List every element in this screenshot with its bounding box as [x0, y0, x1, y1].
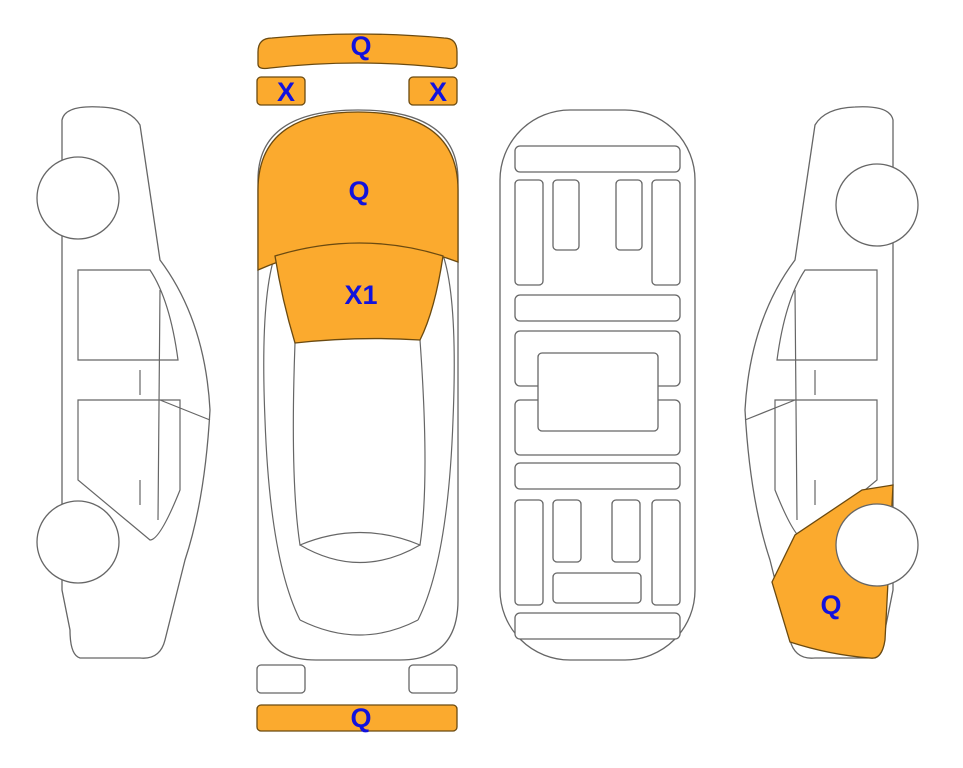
taillight-left[interactable] [256, 664, 306, 694]
hood-label: Q [348, 176, 369, 206]
headlight-right[interactable] [408, 76, 458, 106]
undercarriage-view [499, 109, 696, 661]
headlight-left[interactable] [256, 76, 306, 106]
right-front-wheel [835, 163, 919, 247]
windshield[interactable] [274, 242, 444, 344]
headlight-left-label: X [277, 77, 295, 107]
rear-bumper[interactable] [256, 704, 458, 732]
taillight-right[interactable] [408, 664, 458, 694]
front-bumper-label: Q [350, 31, 371, 61]
top-view[interactable]: Q X X Q X1 Q [256, 31, 459, 733]
front-bumper[interactable] [257, 33, 458, 70]
right-rear-wheel [835, 503, 919, 587]
right-side-view: Q [744, 106, 919, 659]
left-rear-wheel [36, 500, 120, 584]
left-front-wheel [36, 156, 120, 240]
headlight-right-label: X [429, 77, 447, 107]
left-side-view [36, 106, 211, 659]
windshield-label: X1 [344, 280, 377, 310]
rear-bumper-label: Q [350, 703, 371, 733]
right-rear-quarter-label: Q [820, 590, 841, 620]
